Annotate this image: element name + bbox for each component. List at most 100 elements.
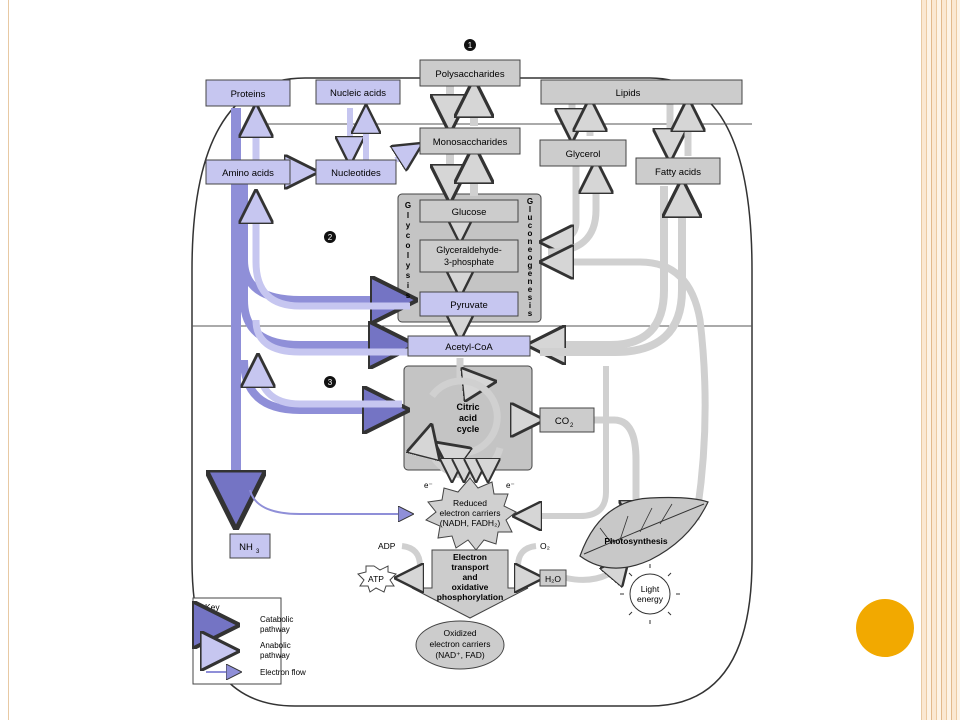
box-polysaccharides bbox=[419, 59, 521, 87]
box-pyruvate bbox=[419, 291, 519, 317]
svg-text:Proteins: Proteins bbox=[231, 89, 266, 100]
svg-text:i: i bbox=[407, 281, 409, 290]
label-citric-acid-cycle: Citric acid cycle bbox=[456, 402, 479, 434]
svg-text:1: 1 bbox=[468, 41, 473, 50]
svg-text:2: 2 bbox=[328, 233, 333, 242]
svg-text:acid: acid bbox=[459, 413, 477, 423]
svg-text:s: s bbox=[406, 271, 411, 280]
box-proteins bbox=[205, 79, 291, 107]
box-nucleotides bbox=[315, 159, 397, 185]
svg-text:l: l bbox=[407, 211, 409, 220]
svg-text:Glucose: Glucose bbox=[452, 207, 487, 218]
svg-text:g: g bbox=[528, 261, 533, 270]
label-reduced-carriers: Reduced electron carriers (NADH, FADH₂) bbox=[440, 498, 501, 528]
svg-text:Nucleic acids: Nucleic acids bbox=[330, 88, 386, 99]
svg-text:(NAD⁺, FAD): (NAD⁺, FAD) bbox=[435, 650, 485, 660]
anabolic-arrow-from-citric bbox=[258, 360, 402, 408]
box-nucleic-acids bbox=[315, 79, 401, 105]
box-monosaccharides bbox=[419, 127, 521, 155]
label-electron-left: e⁻ bbox=[424, 481, 433, 490]
svg-text:Fatty acids: Fatty acids bbox=[655, 167, 701, 178]
box-glucose bbox=[419, 199, 519, 223]
svg-text:Amino acids: Amino acids bbox=[222, 168, 274, 179]
anabolic-arrow-nucleotides-mono bbox=[396, 146, 418, 160]
label-oxidized-carriers: Oxidized electron carriers (NAD⁺, FAD) bbox=[430, 628, 491, 660]
svg-text:Monosaccharides: Monosaccharides bbox=[433, 137, 508, 148]
slide-frame bbox=[8, 0, 922, 720]
decorative-stripes bbox=[922, 0, 960, 720]
box-fatty-acids bbox=[635, 157, 721, 185]
gray-arrow-fatty-acetyl bbox=[534, 186, 668, 345]
svg-text:n: n bbox=[528, 277, 533, 286]
svg-text:Nucleotides: Nucleotides bbox=[331, 168, 381, 179]
svg-text:c: c bbox=[406, 231, 411, 240]
svg-text:Glyceraldehyde-: Glyceraldehyde- bbox=[436, 245, 502, 255]
gray-arrow-fatty-carriers bbox=[518, 366, 609, 516]
key-title: Key bbox=[205, 602, 220, 612]
svg-text:y: y bbox=[406, 221, 411, 230]
svg-text:Polysaccharides: Polysaccharides bbox=[435, 69, 504, 80]
svg-text:3-phosphate: 3-phosphate bbox=[444, 257, 494, 267]
svg-text:pathway: pathway bbox=[260, 651, 290, 660]
label-o2: O₂ bbox=[540, 541, 550, 551]
svg-text:y: y bbox=[406, 261, 411, 270]
svg-text:3: 3 bbox=[256, 549, 260, 555]
electron-arrows bbox=[249, 458, 488, 514]
electron-flow-arrow-left bbox=[249, 489, 412, 514]
svg-text:s: s bbox=[406, 291, 411, 300]
svg-text:ATP: ATP bbox=[368, 574, 384, 584]
label-electron-right: e⁻ bbox=[506, 481, 515, 490]
svg-text:Electron: Electron bbox=[453, 552, 487, 562]
light-energy-sun bbox=[629, 573, 671, 615]
svg-text:n: n bbox=[528, 237, 533, 246]
leaf-vein-2 bbox=[599, 503, 673, 545]
box-h2o bbox=[539, 569, 567, 587]
svg-text:3: 3 bbox=[328, 378, 333, 387]
accent-circle bbox=[856, 599, 914, 657]
label-adp: ADP bbox=[378, 541, 396, 551]
svg-text:e: e bbox=[528, 285, 533, 294]
svg-text:pathway: pathway bbox=[260, 625, 290, 634]
svg-text:l: l bbox=[529, 205, 531, 214]
svg-text:(NADH, FADH₂): (NADH, FADH₂) bbox=[440, 518, 501, 528]
box-nh3 bbox=[229, 533, 271, 559]
svg-text:and: and bbox=[462, 572, 477, 582]
step-marker-1: 1 bbox=[464, 39, 476, 51]
leaf-vein bbox=[583, 503, 705, 555]
box-amino-acids bbox=[205, 159, 291, 185]
svg-text:s: s bbox=[528, 293, 533, 302]
gray-arrow-glycerol-g3p bbox=[546, 166, 580, 242]
anabolic-arrow-from-acetyl bbox=[252, 319, 408, 356]
svg-text:G: G bbox=[405, 201, 411, 210]
box-lipids bbox=[540, 79, 743, 105]
svg-text:Reduced: Reduced bbox=[453, 498, 487, 508]
svg-text:o: o bbox=[406, 241, 411, 250]
svg-text:Anabolic: Anabolic bbox=[260, 641, 291, 650]
svg-text:transport: transport bbox=[451, 562, 488, 572]
svg-text:Lipids: Lipids bbox=[616, 88, 641, 99]
svg-text:Catabolic: Catabolic bbox=[260, 615, 293, 624]
svg-text:Oxidized: Oxidized bbox=[443, 628, 476, 638]
svg-text:e: e bbox=[528, 245, 533, 254]
svg-text:electron carriers: electron carriers bbox=[430, 639, 491, 649]
box-g3p bbox=[419, 239, 519, 273]
svg-text:electron carriers: electron carriers bbox=[440, 508, 501, 518]
svg-text:Glycerol: Glycerol bbox=[566, 149, 601, 160]
gray-arrow-acetyl-fatty bbox=[540, 186, 682, 356]
svg-text:u: u bbox=[528, 213, 533, 222]
svg-text:energy: energy bbox=[637, 594, 664, 604]
svg-text:e: e bbox=[528, 269, 533, 278]
svg-text:G: G bbox=[527, 197, 533, 206]
cell-outline bbox=[191, 77, 753, 707]
svg-text:o: o bbox=[528, 253, 533, 262]
box-acetyl-coa bbox=[407, 335, 531, 357]
svg-text:Acetyl-CoA: Acetyl-CoA bbox=[445, 342, 493, 353]
svg-text:Pyruvate: Pyruvate bbox=[450, 300, 488, 311]
label-electron-transport: Electron transport and oxidative phospho… bbox=[437, 552, 504, 602]
svg-text:o: o bbox=[528, 229, 533, 238]
label-gluconeogenesis: G l u c o n e o g e n e s i s bbox=[527, 197, 533, 318]
svg-text:phosphorylation: phosphorylation bbox=[437, 592, 504, 602]
o2-h2o-arrow bbox=[518, 543, 538, 578]
label-light-energy: Light energy bbox=[637, 584, 664, 604]
